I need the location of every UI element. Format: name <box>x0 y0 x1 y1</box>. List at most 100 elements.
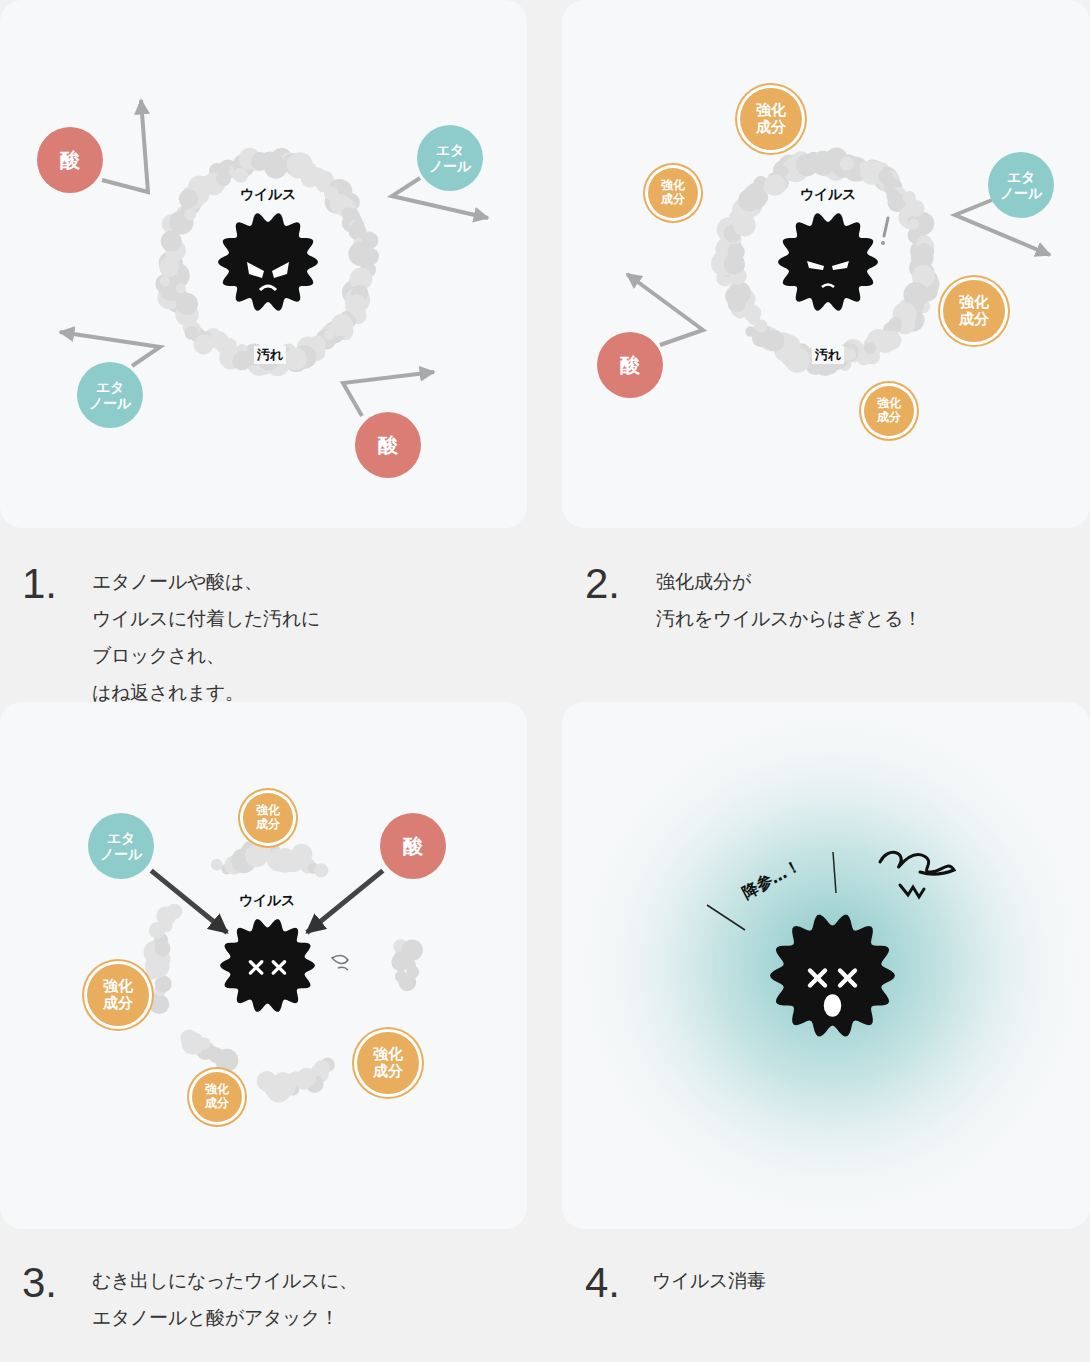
virus-body <box>218 212 318 312</box>
acid-ball: 酸 <box>37 127 103 193</box>
x-eye <box>250 961 261 972</box>
booster-ball: 強化 成分 <box>740 88 802 150</box>
dirt-bubble <box>878 170 893 185</box>
exclaim-label: 降参…！ <box>739 856 805 905</box>
dirt-bubble <box>179 189 198 208</box>
dirt-bubble <box>167 904 183 920</box>
dirt-bubble <box>729 282 752 305</box>
dirt-bubble <box>765 174 786 195</box>
step-number: 3. <box>22 1259 57 1307</box>
x-eye <box>840 971 855 986</box>
dirt-bubble <box>160 276 170 286</box>
ball-label: 強化 成分 <box>205 1083 229 1111</box>
booster-ball: 強化 成分 <box>87 964 149 1026</box>
dirt-label: 汚れ <box>254 346 286 364</box>
emphasis-line <box>707 905 745 930</box>
virus-blob <box>778 213 878 310</box>
ball-label: 強化 成分 <box>256 804 280 832</box>
ball-label: 強化 成分 <box>373 1046 403 1081</box>
dirt-bubble <box>314 863 328 877</box>
step-number: 4. <box>585 1259 620 1307</box>
virus-label: ウイルス <box>240 186 296 204</box>
caption: むき出しになったウイルスに、 エタノールと酸がアタック！ <box>92 1262 358 1336</box>
exclaim-mark <box>884 218 888 236</box>
caption: 強化成分が 汚れをウイルスからはぎとる！ <box>656 563 922 637</box>
panel <box>0 702 527 1229</box>
ball-label: 酸 <box>620 354 640 377</box>
virus-body <box>770 915 895 1037</box>
dirt-bubble <box>176 283 186 293</box>
glow <box>572 705 1090 1225</box>
virus-body <box>778 212 878 312</box>
dirt-bubble <box>917 243 932 258</box>
ball-label: 強化 成分 <box>103 978 133 1013</box>
virus-label: ウイルス <box>239 892 295 910</box>
emphasis-line <box>833 852 836 893</box>
dirt-bubble <box>211 859 223 871</box>
acid-ball: 酸 <box>597 332 663 398</box>
ethanol-ball: エタ ノール <box>77 362 143 428</box>
dirt-bubble <box>744 305 762 323</box>
booster-ball: 強化 成分 <box>357 1032 419 1094</box>
ethanol-ball: エタ ノール <box>988 152 1054 218</box>
bounce-arrow <box>343 372 434 416</box>
dirt-bubble <box>180 1030 198 1048</box>
dirt-bubble <box>185 326 199 340</box>
booster-ball: 強化 成分 <box>243 793 293 843</box>
dirt-bubble <box>727 243 744 260</box>
step-number: 2. <box>585 560 620 608</box>
dirt-bubble <box>349 294 366 311</box>
x-eye <box>840 971 855 986</box>
sweat-drop <box>332 955 348 970</box>
ball-label: 酸 <box>378 434 398 457</box>
bounce-arrow <box>102 100 148 192</box>
dirt-bubble <box>311 339 321 349</box>
virus-body <box>220 918 315 1013</box>
mouth <box>824 994 842 1017</box>
x-eye <box>273 961 284 972</box>
dirt-bubble <box>743 305 755 317</box>
x-eye <box>250 961 261 972</box>
dirt-label: 汚れ <box>812 346 844 364</box>
virus-label: ウイルス <box>800 186 856 204</box>
eye <box>247 262 264 278</box>
exclaim-dot <box>881 241 885 245</box>
virus-blob <box>218 213 318 310</box>
panel <box>562 0 1090 528</box>
dirt-bubble <box>353 219 364 230</box>
ball-label: エタ ノール <box>429 142 471 174</box>
dirt-bubble <box>216 171 231 186</box>
dirt-bubble <box>398 973 416 991</box>
dirt-bubble <box>864 342 876 354</box>
dirt-bubble <box>747 183 763 199</box>
scribble <box>880 852 954 897</box>
eye <box>807 261 824 270</box>
booster-ball: 強化 成分 <box>864 386 914 436</box>
virus: ウイルス <box>218 212 318 312</box>
dirt-bubble <box>176 293 198 315</box>
dirt-bubble <box>222 348 233 359</box>
dirt-bubble <box>886 189 900 203</box>
mouth <box>260 286 276 290</box>
ball-label: 酸 <box>60 149 80 172</box>
dirt-bubble <box>755 319 768 332</box>
x-eye <box>810 971 825 986</box>
virus-blob <box>770 915 895 1037</box>
dirt-bubble <box>184 209 196 221</box>
ball-label: 強化 成分 <box>756 102 786 137</box>
ethanol-ball: エタ ノール <box>88 813 154 879</box>
dirt-bubble <box>233 168 248 183</box>
bounce-arrows <box>60 100 1050 416</box>
surrender-virus <box>770 915 895 1037</box>
dirt-bubble <box>232 351 251 370</box>
ball-label: 酸 <box>403 835 423 858</box>
virus: ウイルス <box>220 918 315 1013</box>
dirt-bubble <box>788 169 800 181</box>
mouth <box>822 285 834 288</box>
dirt-bubble <box>159 257 179 277</box>
x-eye <box>810 971 825 986</box>
dirt-bubble <box>348 242 373 267</box>
dirt-bubble <box>908 200 925 217</box>
ethanol-ball: エタ ノール <box>417 125 483 191</box>
